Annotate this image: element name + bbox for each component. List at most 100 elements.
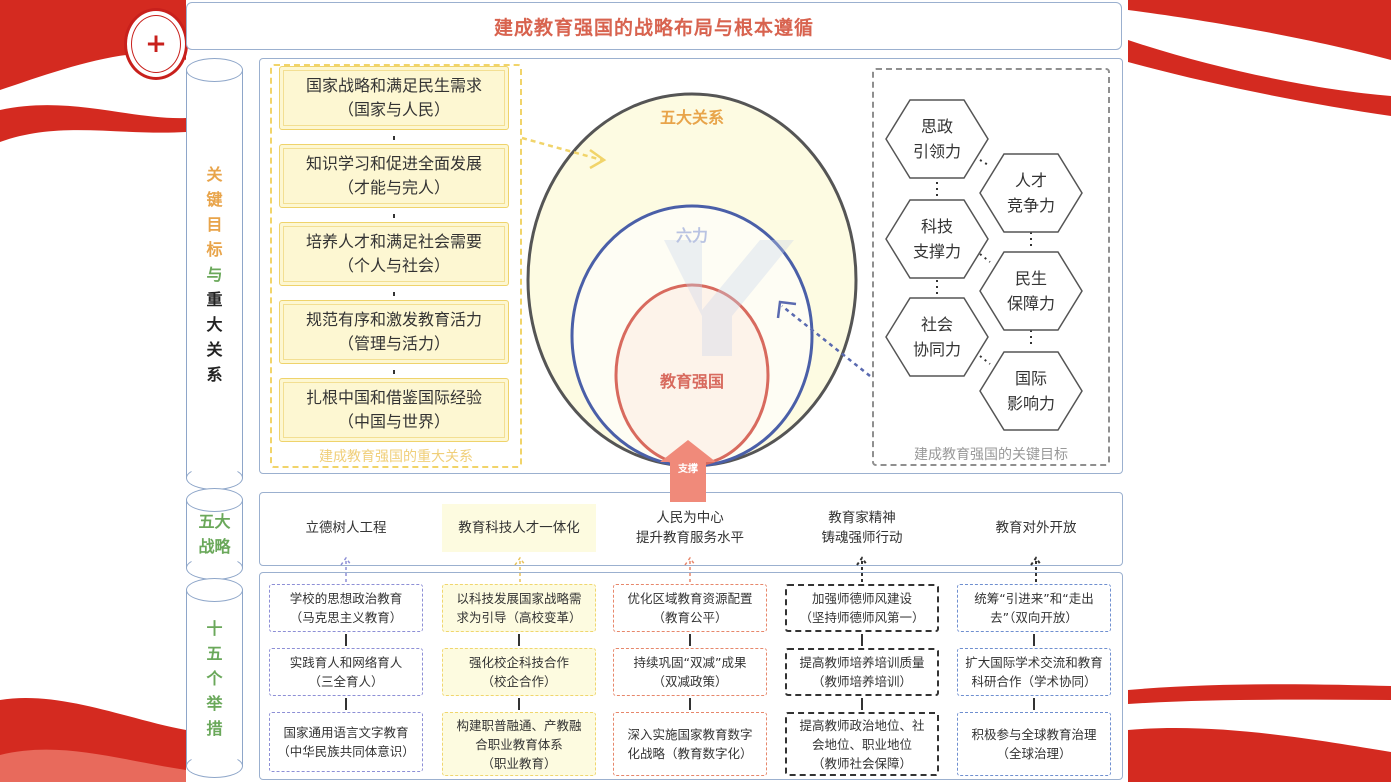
title-bar: 建成教育强国的战略布局与根本遵循	[186, 2, 1122, 50]
measure-box: 提高教师培养培训质量 （教师培养培训）	[785, 648, 939, 696]
measure-line: 持续巩固“双减”成果	[633, 655, 747, 670]
connector-line	[861, 698, 863, 710]
goal-line2: 协同力	[912, 340, 961, 359]
measure-line: （校企合作）	[481, 674, 557, 689]
goal-line2: 影响力	[1006, 394, 1055, 413]
watermark-shape	[664, 240, 794, 356]
relation-title: 扎根中国和借鉴国际经验	[305, 388, 482, 407]
goals-caption: 建成教育强国的关键目标	[914, 447, 1068, 463]
strategy-line1: 教育对外开放	[995, 520, 1077, 536]
measure-box: 以科技发展国家战略需 求为引导（高校变革）	[442, 584, 596, 632]
goal-hexagon: 思政 引领力	[884, 98, 990, 180]
measure-line: 化战略（教育数字化）	[627, 746, 753, 761]
cyl-line: 五大	[198, 512, 231, 531]
measure-line: 会地位、职业地位	[811, 736, 912, 752]
middle-circle-label: 六力	[675, 226, 708, 245]
strategy-item: 人民为中心 提升教育服务水平	[612, 504, 768, 552]
relations-arrowhead	[589, 148, 607, 170]
cyl-char: 大	[206, 314, 223, 334]
strategy-item: 立德树人工程	[268, 504, 424, 552]
goal-hexagon: 民生 保障力	[978, 250, 1084, 332]
measure-line: （三全育人）	[308, 674, 384, 689]
cylinder-strategies: 五大 战略	[186, 488, 243, 580]
measure-line: （教师社会保障）	[811, 755, 912, 771]
relation-subtitle: （国家与人民）	[337, 100, 450, 119]
measure-line: 提高教师政治地位、社	[799, 717, 925, 733]
goal-line2: 保障力	[1006, 294, 1055, 313]
measure-line: 国家通用语言文字教育	[283, 725, 409, 740]
relation-subtitle: （中国与世界）	[337, 412, 450, 431]
goals-zone	[872, 68, 1110, 466]
relation-box: 扎根中国和借鉴国际经验 （中国与世界）	[279, 378, 509, 442]
goal-line2: 支撑力	[912, 242, 961, 261]
relation-subtitle: （管理与活力）	[337, 334, 450, 353]
goal-line1: 社会	[920, 315, 953, 334]
relation-subtitle: （才能与完人）	[337, 178, 450, 197]
cyl-char: 个	[206, 668, 223, 688]
measure-box: 优化区域教育资源配置 （教育公平）	[613, 584, 767, 632]
relations-caption: 建成教育强国的重大关系	[319, 449, 473, 465]
goals-arrow	[781, 305, 871, 377]
measure-line: 优化区域教育资源配置	[627, 591, 753, 606]
institute-logo: +	[124, 8, 188, 80]
relation-title: 培养人才和满足社会需要	[305, 232, 482, 251]
cyl-char: 与	[206, 264, 223, 284]
measure-box: 强化校企科技合作 （校企合作）	[442, 648, 596, 696]
page-title: 建成教育强国的战略布局与根本遵循	[493, 16, 814, 39]
measure-box: 实践育人和网络育人 （三全育人）	[269, 648, 423, 696]
strategy-line2: 铸魂强师行动	[821, 530, 903, 546]
goal-line1: 科技	[920, 217, 953, 236]
strategy-line1: 人民为中心	[656, 510, 724, 526]
connector-dot	[393, 136, 395, 140]
measure-box: 扩大国际学术交流和教育 科研合作（学术协同）	[957, 648, 1111, 696]
goal-line1: 思政	[920, 117, 953, 136]
measure-line: 求为引导（高校变革）	[456, 610, 582, 625]
cyl-char: 举	[206, 693, 223, 713]
inner-circle-label: 教育强国	[659, 372, 724, 391]
cyl-char: 五	[206, 643, 223, 663]
measure-line: 以科技发展国家战略需	[456, 591, 582, 606]
connector-line	[518, 698, 520, 710]
measure-line: 积极参与全球教育治理	[971, 727, 1097, 742]
measure-box: 构建职普融通、产教融 合职业教育体系 （职业教育）	[442, 712, 596, 776]
cyl-char: 关	[206, 339, 223, 359]
support-arrow	[660, 440, 716, 502]
relation-subtitle: （个人与社会）	[337, 256, 450, 275]
measure-box: 加强师德师风建设 （坚持师德师风第一）	[785, 584, 939, 632]
measure-box: 统筹“引进来”和“走出 去”（双向开放）	[957, 584, 1111, 632]
measure-line: （双减政策）	[652, 674, 728, 689]
measure-line: 加强师德师风建设	[811, 591, 912, 606]
logo-seal: +	[131, 15, 181, 73]
measure-box: 积极参与全球教育治理 （全球治理）	[957, 712, 1111, 776]
measure-box: 深入实施国家教育数字 化战略（教育数字化）	[613, 712, 767, 776]
measure-line: 学校的思想政治教育	[289, 591, 403, 606]
goal-line2: 引领力	[912, 142, 961, 161]
cyl-char: 关	[206, 164, 223, 184]
cyl-char: 标	[206, 239, 223, 259]
connector-line	[1033, 634, 1035, 646]
goal-line2: 竞争力	[1006, 196, 1055, 215]
cyl-char: 键	[206, 189, 223, 209]
relation-box: 培养人才和满足社会需要 （个人与社会）	[279, 222, 509, 286]
relation-title: 规范有序和激发教育活力	[305, 310, 482, 329]
measure-box: 提高教师政治地位、社 会地位、职业地位 （教师社会保障）	[785, 712, 939, 776]
relation-title: 国家战略和满足民生需求	[305, 76, 482, 95]
cyl-char: 目	[206, 214, 223, 234]
measure-box: 学校的思想政治教育 （马克思主义教育）	[269, 584, 423, 632]
relation-box: 规范有序和激发教育活力 （管理与活力）	[279, 300, 509, 364]
measure-line: 科研合作（学术协同）	[971, 674, 1097, 689]
goal-hexagon: 社会 协同力	[884, 296, 990, 378]
cyl-char: 系	[206, 364, 223, 384]
measure-line: 深入实施国家教育数字	[627, 727, 753, 742]
measure-line: （坚持师德师风第一）	[799, 610, 925, 625]
measure-line: 实践育人和网络育人	[289, 655, 403, 670]
measure-box: 持续巩固“双减”成果 （双减政策）	[613, 648, 767, 696]
cyl-line: 战略	[198, 537, 231, 556]
measure-line: （教育公平）	[652, 610, 728, 625]
measure-line: 构建职普融通、产教融	[456, 717, 582, 733]
connector-dot	[393, 214, 395, 218]
connector-line	[861, 634, 863, 646]
